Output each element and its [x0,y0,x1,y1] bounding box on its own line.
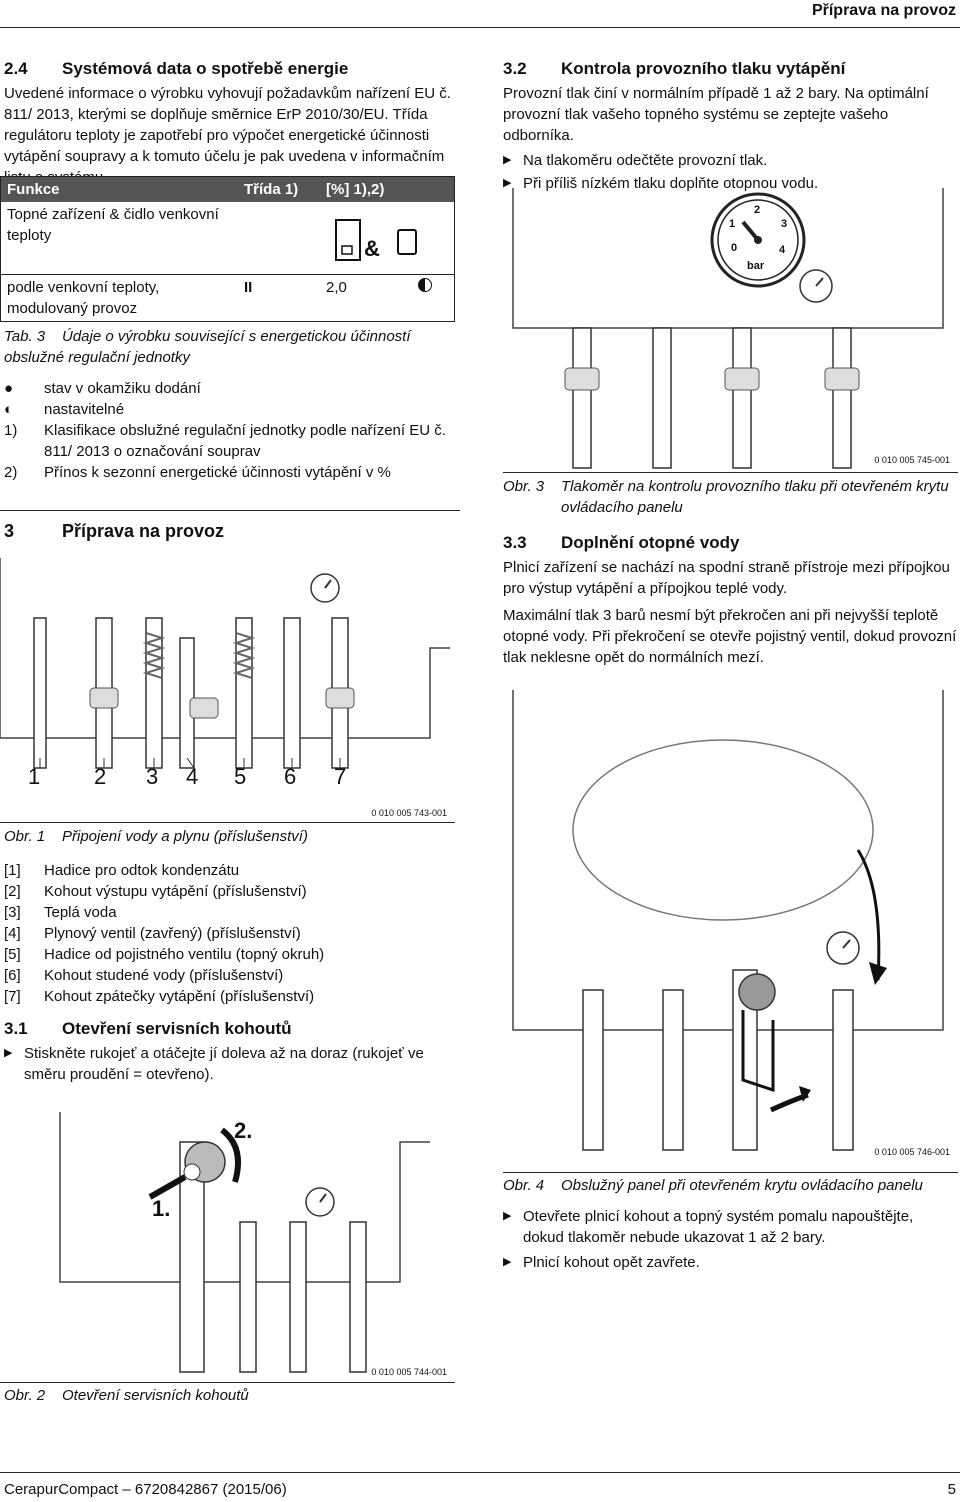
list-item: [6]Kohout studené vody (příslušenství) [4,967,284,984]
arrow-bullet-icon: ▶ [503,1210,512,1222]
callout-number: 5 [234,764,247,789]
table-cell: 2,0 [326,279,347,296]
list-item: [3]Teplá voda [4,904,117,921]
table-row: podle venkovní teploty, modulovaný provo… [1,275,455,322]
table-cell: podle venkovní teploty, modulovaný provo… [7,279,160,317]
gauge-label: 2 [754,204,761,216]
figure-code: 0 010 005 746-001 [874,1147,950,1157]
figure-4-control-panel: 0 010 005 746-001 [503,690,958,1158]
table-header-cell: [%] 1),2) [320,176,412,202]
table-header-cell: Třída 1) [238,176,320,202]
table-header-cell: Funkce [0,176,238,202]
legend-item: 1)Klasifikace obslužné regulační jednotk… [4,422,446,460]
adjustable-symbol [412,275,455,322]
figure-rule [0,1382,455,1383]
header-rule [0,27,960,28]
legend-item: 2)Přínos k sezonní energetické účinnosti… [4,464,391,481]
instruction-item: ▶Při příliš nízkém tlaku doplňte otopnou… [503,175,819,192]
legend-item: ◐nastavitelné [4,401,125,418]
gauge-label: 0 [731,242,738,254]
section-text: Uvedené informace o výrobku vyhovují pož… [4,85,451,186]
gauge-label: 3 [781,218,788,230]
gauge-label: 1 [729,218,736,230]
figure-code: 0 010 005 745-001 [874,455,950,465]
callout-number: 4 [186,764,199,789]
instruction-item: ▶Otevřete plnicí kohout a topný systém p… [503,1208,914,1246]
list-item: [4]Plynový ventil (zavřený) (příslušenst… [4,925,301,942]
callout-number: 7 [334,764,347,789]
footer-doc-id: CerapurCompact – 6720842867 (2015/06) [4,1481,287,1498]
arrow-bullet-icon: ▶ [503,1256,512,1268]
page-number: 5 [947,1481,956,1498]
figure-code: 0 010 005 743-001 [371,808,447,818]
fig4-instructions: ▶Otevřete plnicí kohout a topný systém p… [503,1206,958,1273]
gauge-label: 4 [779,244,786,256]
figure-rule [0,822,455,823]
section-text: Maximální tlak 3 barů nesmí být překroče… [503,607,957,666]
callout-number: 6 [284,764,297,789]
figure-rule [503,472,958,473]
figure-rule [503,1172,958,1173]
step-label: 1. [152,1196,171,1221]
table-header-row: Funkce Třída 1) [%] 1),2) [0,176,455,202]
pressure-gauge-illustration [512,188,944,469]
table-row: Topné zařízení & čidlo venkovní teploty … [0,202,455,275]
arrow-bullet-icon: ▶ [4,1047,13,1059]
callout-number: 3 [146,764,159,789]
figure-1-connections: 1 2 3 4 5 6 7 0 010 005 743-001 [0,558,455,820]
table-cell: II [244,279,253,296]
callout-number: 2 [94,764,107,789]
energy-table: Funkce Třída 1) [%] 1),2) Topné zařízení… [0,176,455,322]
boiler-connections-illustration [0,558,450,769]
list-item: [7]Kohout zpátečky vytápění (příslušenst… [4,988,315,1005]
device-symbol-cell: & [320,202,455,275]
list-item: [1]Hadice pro odtok kondenzátu [4,862,240,879]
step-label: 2. [234,1118,253,1143]
figure-1-legend: [1]Hadice pro odtok kondenzátu [2]Kohout… [4,860,459,1007]
section-text: Provozní tlak činí v normálním případě 1… [503,85,929,144]
gauge-unit: bar [747,260,765,272]
callout-number: 1 [28,764,41,789]
footer-rule [0,1472,960,1473]
section-rule [0,510,460,511]
table-legend: ●stav v okamžiku dodání ◐nastavitelné 1)… [4,378,459,483]
figure-2-service-valves: 2. 1. 0 010 005 744-001 [0,1102,455,1380]
instruction-item: ▶Plnicí kohout opět zavřete. [503,1254,700,1271]
legend-item: ●stav v okamžiku dodání [4,380,201,397]
section-text: Plnicí zařízení se nachází na spodní str… [503,559,950,597]
figure-3-pressure-gauge: 0 1 2 3 4 bar 0 010 005 745-001 [503,178,958,470]
valve-opening-illustration [59,1112,430,1373]
instruction-item: ▶Stiskněte rukojeť a otáčejte jí doleva … [4,1045,424,1083]
table-header-cell [412,176,455,202]
running-header: Příprava na provoz [811,2,956,19]
arrow-bullet-icon: ▶ [503,177,512,189]
figure-code: 0 010 005 744-001 [371,1367,447,1377]
boiler-icon [335,219,417,261]
arrow-bullet-icon: ▶ [503,154,512,166]
list-item: [5]Hadice od pojistného ventilu (topný o… [4,946,325,963]
list-item: [2]Kohout výstupu vytápění (příslušenstv… [4,883,307,900]
filling-valve-illustration [512,690,944,1151]
ampersand-symbol: & [364,236,380,261]
table-cell: Topné zařízení & čidlo venkovní teploty [7,206,219,244]
instruction-item: ▶Na tlakoměru odečtěte provozní tlak. [503,152,768,169]
